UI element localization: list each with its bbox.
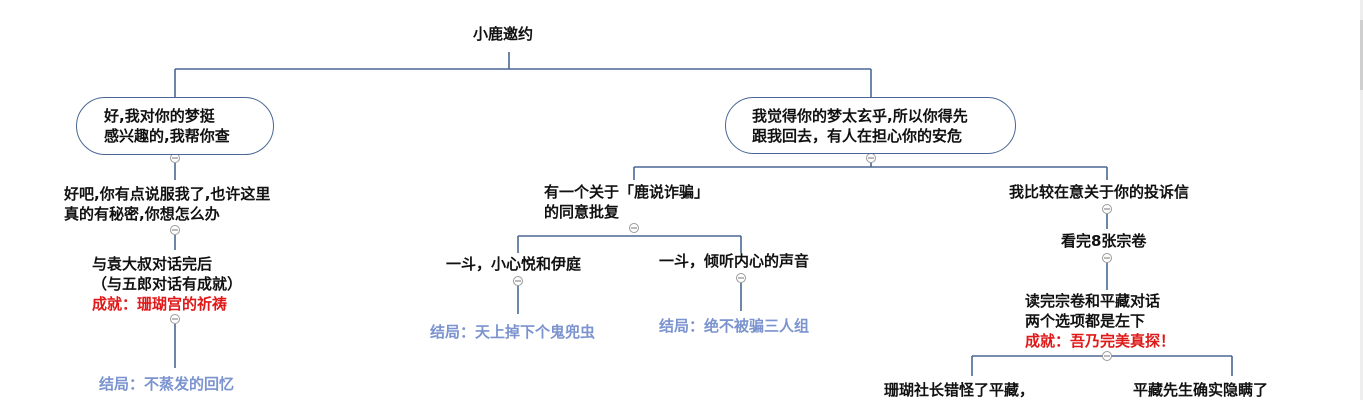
achievement-label: 成就：: [92, 295, 138, 313]
left-choice-node[interactable]: [76, 97, 274, 155]
left-step1-line2: 真的有秘密,你想怎么办: [64, 205, 220, 223]
right-choice-line2: 跟我回去，有人在担心你的安危: [752, 127, 963, 145]
root-node-title[interactable]: 小鹿邀约: [473, 25, 534, 43]
left-ending-node[interactable]: 结局：不蒸发的回忆: [99, 375, 235, 393]
left-choice-line1: 好,我对你的梦挺: [104, 107, 215, 125]
sub-a-ending2-node[interactable]: 结局：绝不被骗三人组: [659, 317, 810, 335]
achievement-value: 珊瑚宫的祈祷: [137, 295, 228, 313]
right-choice-node[interactable]: [725, 97, 1016, 154]
left-step1-line1: 好吧,你有点说服我了,也许这里: [64, 185, 271, 203]
left-step2-line1: 与袁大叔对话完后: [92, 255, 213, 273]
left-achievement: 成就：珊瑚宫的祈祷: [92, 294, 242, 314]
sub-b-step2-node[interactable]: 读完宗卷和平藏对话 两个选项都是左下 成就：吾乃完美真探！: [1025, 291, 1175, 351]
sub-b-step2-line1: 读完宗卷和平藏对话: [1025, 292, 1161, 310]
left-choice-line2: 感兴趣的,我帮你查: [104, 127, 230, 145]
left-step2-line2: （与五郎对话有成就）: [92, 275, 243, 293]
sub-a-option2-node[interactable]: 一斗，倾听内心的声音: [659, 252, 810, 270]
sub-a-ending1-node[interactable]: 结局：天上掉下个鬼兜虫: [430, 323, 596, 341]
sub-a-label-line2: 的同意批复: [544, 203, 620, 221]
sub-a-label-line1: 有一个关于「鹿说诈骗」: [544, 183, 710, 201]
sub-b-step2-line2: 两个选项都是左下: [1025, 312, 1146, 330]
left-step1-node[interactable]: 好吧,你有点说服我了,也许这里 真的有秘密,你想怎么办: [64, 184, 270, 224]
left-step2-node[interactable]: 与袁大叔对话完后 （与五郎对话有成就） 成就：珊瑚宫的祈祷: [92, 254, 242, 314]
sub-b-option1-node[interactable]: 珊瑚社长错怪了平藏，: [884, 381, 1035, 399]
sub-a-option1-node[interactable]: 一斗，小心悦和伊庭: [446, 255, 582, 273]
sub-b-label-node[interactable]: 我比较在意关于你的投诉信: [1009, 183, 1190, 201]
vertical-scrollbar[interactable]: [1360, 0, 1363, 400]
achievement-value: 吾乃完美真探！: [1070, 332, 1176, 350]
sub-a-label-node[interactable]: 有一个关于「鹿说诈骗」 的同意批复: [544, 182, 709, 222]
sub-b-achievement: 成就：吾乃完美真探！: [1025, 331, 1175, 351]
right-choice-text: 我觉得你的梦太玄乎,所以你得先 跟我回去，有人在担心你的安危: [752, 106, 968, 146]
scrollbar-thumb[interactable]: [1360, 20, 1363, 90]
sub-b-option2-node[interactable]: 平藏先生确实隐瞒了: [1133, 381, 1269, 399]
sub-b-step1-node[interactable]: 看完8张宗卷: [1061, 232, 1147, 250]
left-choice-text: 好,我对你的梦挺 感兴趣的,我帮你查: [104, 106, 230, 146]
right-choice-line1: 我觉得你的梦太玄乎,所以你得先: [752, 107, 968, 125]
achievement-label: 成就：: [1025, 332, 1071, 350]
